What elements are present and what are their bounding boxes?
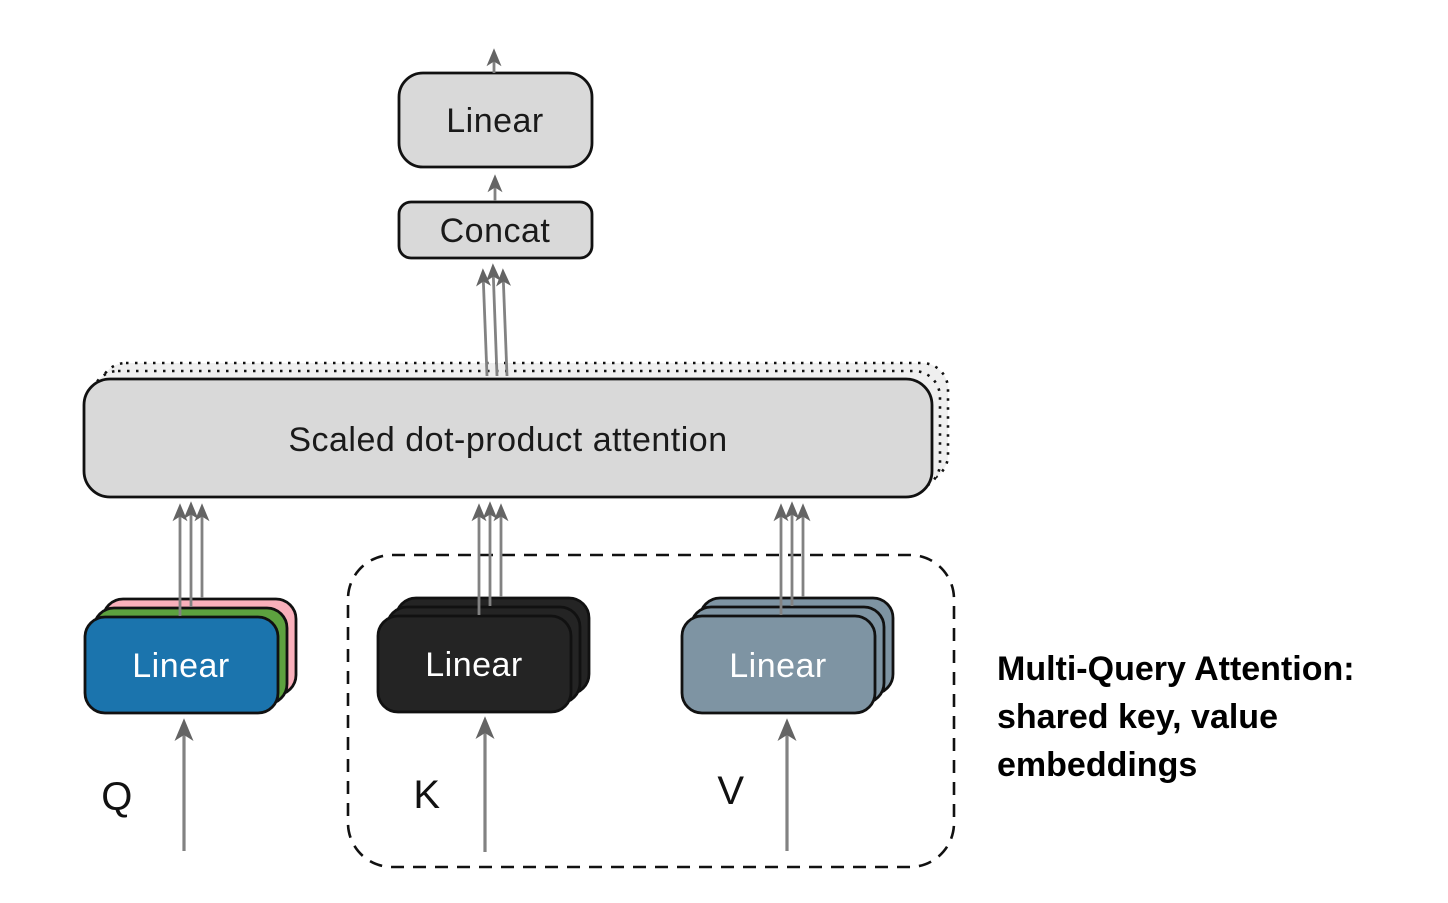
input-arrows xyxy=(174,716,797,852)
key-linear-box-label: Linear xyxy=(425,646,523,684)
query-label: Q xyxy=(101,775,133,819)
query-linear-box xyxy=(83,615,280,715)
attention-box xyxy=(82,377,934,499)
key-linear-box xyxy=(376,614,573,714)
key-to-attention-arrows xyxy=(471,501,509,615)
caption-line-2: shared key, value xyxy=(997,698,1278,736)
arrow-line xyxy=(496,268,512,377)
caption-line-1: Multi-Query Attention: xyxy=(997,650,1355,688)
value-linear-box-label: Linear xyxy=(729,647,827,685)
query-linear-box-label: Linear xyxy=(132,647,230,685)
value-linear-box xyxy=(680,614,877,715)
concat-box xyxy=(397,200,594,260)
value-to-attention-arrows xyxy=(773,501,811,615)
output-linear-box-label: Linear xyxy=(446,102,544,140)
query-to-attention-arrows xyxy=(172,501,210,616)
output-linear-box xyxy=(397,71,594,169)
caption: Multi-Query Attention: shared key, value… xyxy=(997,645,1442,789)
arrow-line xyxy=(486,263,502,377)
concat-box-label: Concat xyxy=(440,212,551,250)
value-label: V xyxy=(717,769,744,813)
arrow-line xyxy=(476,268,492,377)
attention-box-label: Scaled dot-product attention xyxy=(288,421,727,459)
attention-to-concat-arrows xyxy=(476,263,512,377)
caption-line-3: embeddings xyxy=(997,746,1198,784)
key-label: K xyxy=(413,773,440,817)
